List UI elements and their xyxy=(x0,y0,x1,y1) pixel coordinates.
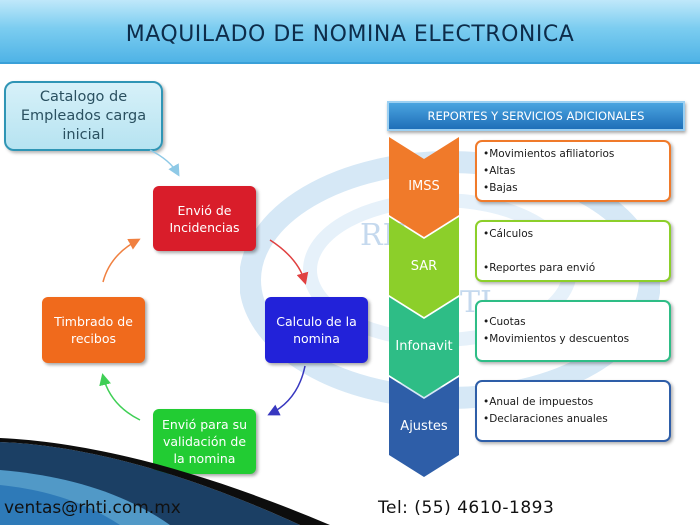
detail-sar-item xyxy=(483,243,663,260)
footer-email[interactable]: ventas@rhti.com.mx xyxy=(4,498,181,518)
chevron-sar-label: SAR xyxy=(410,259,438,274)
detail-infonavit: •Cuotas •Movimientos y descuentos xyxy=(475,300,671,362)
detail-infonavit-item: •Movimientos y descuentos xyxy=(483,333,630,345)
arrow-incidencias-to-calculo xyxy=(269,239,309,285)
services-header-label: REPORTES Y SERVICIOS ADICIONALES xyxy=(427,109,645,123)
arrow-calculo-to-validacion xyxy=(267,365,306,416)
detail-imss-item: •Bajas xyxy=(483,182,518,194)
slide-title: MAQUILADO DE NOMINA ELECTRONICA xyxy=(125,22,575,47)
detail-infonavit-item: •Cuotas xyxy=(483,316,526,328)
detail-ajustes-item: •Anual de impuestos xyxy=(483,396,594,408)
detail-sar-item: •Reportes para envió xyxy=(483,262,596,274)
detail-sar-item: •Cálculos xyxy=(483,228,534,240)
step-calculo-nomina: Calculo de la nomina xyxy=(265,297,368,363)
catalog-start-box: Catalogo de Empleados carga inicial xyxy=(4,81,163,151)
arrow-catalog-to-incidencias xyxy=(149,149,180,177)
footer-phone: Tel: (55) 4610-1893 xyxy=(378,498,555,518)
step-envio-validacion: Envió para su validación de la nomina xyxy=(153,409,256,474)
footer-swoosh xyxy=(0,438,330,525)
detail-imss-item: •Altas xyxy=(483,165,516,177)
arrow-validacion-to-timbrado xyxy=(99,373,141,421)
chevron-imss-label: IMSS xyxy=(408,179,440,194)
step-envio-incidencias: Envió de Incidencias xyxy=(153,186,256,251)
services-header: REPORTES Y SERVICIOS ADICIONALES xyxy=(387,101,685,131)
detail-ajustes: •Anual de impuestos •Declaraciones anual… xyxy=(475,380,671,442)
step-envio-validacion-label: Envió para su validación de la nomina xyxy=(161,417,248,466)
detail-ajustes-item: •Declaraciones anuales xyxy=(483,413,608,425)
detail-imss-item: •Movimientos afiliatorios xyxy=(483,148,615,160)
detail-imss: •Movimientos afiliatorios •Altas •Bajas xyxy=(475,140,671,202)
step-calculo-nomina-label: Calculo de la nomina xyxy=(276,314,357,346)
chevron-ajustes-label: Ajustes xyxy=(400,419,448,434)
detail-sar: •Cálculos •Reportes para envió xyxy=(475,220,671,282)
step-timbrado-recibos: Timbrado de recibos xyxy=(42,297,145,363)
step-timbrado-recibos-label: Timbrado de recibos xyxy=(54,314,133,346)
chevron-infonavit-label: Infonavit xyxy=(395,339,453,354)
step-envio-incidencias-label: Envió de Incidencias xyxy=(169,202,240,235)
title-bar: MAQUILADO DE NOMINA ELECTRONICA xyxy=(0,0,700,64)
arrow-timbrado-to-incidencias xyxy=(102,238,141,283)
catalog-start-label: Catalogo de Empleados carga inicial xyxy=(20,88,147,143)
